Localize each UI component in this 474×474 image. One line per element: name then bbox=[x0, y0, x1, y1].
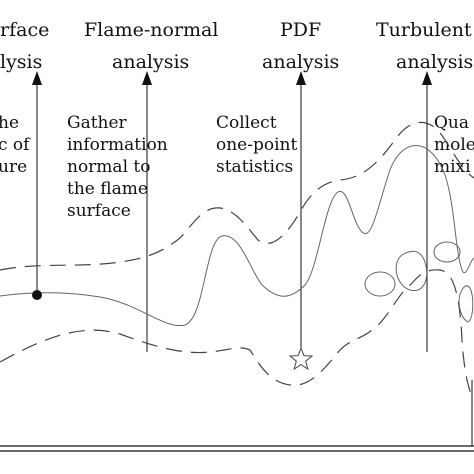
pocket-ellipse-4 bbox=[458, 285, 474, 323]
col4-note-line1: Qua bbox=[434, 113, 469, 133]
pocket-ellipse-3 bbox=[433, 241, 461, 263]
col3-note-line2: one-point bbox=[216, 135, 297, 155]
col2-note-line1: Gather bbox=[67, 113, 128, 133]
col3-note-line1: Collect bbox=[216, 113, 277, 133]
col2-note-line5: surface bbox=[67, 201, 131, 221]
col4-title-line1: Turbulent bbox=[376, 19, 472, 41]
surface-point-dot bbox=[32, 290, 42, 300]
col2-title-line2: analysis bbox=[112, 51, 189, 73]
col3-title-line1: PDF bbox=[280, 19, 321, 41]
col4-note-line2: mole bbox=[434, 135, 474, 155]
col3-title-line2: analysis bbox=[262, 51, 339, 73]
upper-dashed-boundary bbox=[0, 121, 474, 271]
col3-note-line3: statistics bbox=[216, 157, 293, 177]
pocket-ellipse-2 bbox=[395, 250, 428, 292]
col2-title-line1: Flame-normal bbox=[84, 19, 218, 41]
flame-surface-line bbox=[0, 145, 474, 327]
col1-note-line1: he bbox=[0, 113, 19, 133]
col1-note-line3: ure bbox=[0, 157, 27, 177]
col4-title-line2: analysis bbox=[396, 51, 473, 73]
col2-note-line2: information bbox=[67, 135, 168, 155]
col1-note-line2: c of bbox=[0, 135, 31, 155]
pocket-ellipse-1 bbox=[364, 271, 396, 297]
col1-title-line2: lysis bbox=[0, 51, 42, 73]
pdf-point-star bbox=[288, 346, 314, 371]
col4-note-line3: mixi bbox=[434, 157, 471, 177]
col1-title-line1: rface bbox=[0, 19, 49, 41]
col2-note-line4: the flame bbox=[67, 179, 148, 199]
col2-note-line3: normal to bbox=[67, 157, 150, 177]
lower-dashed-boundary bbox=[0, 269, 474, 401]
